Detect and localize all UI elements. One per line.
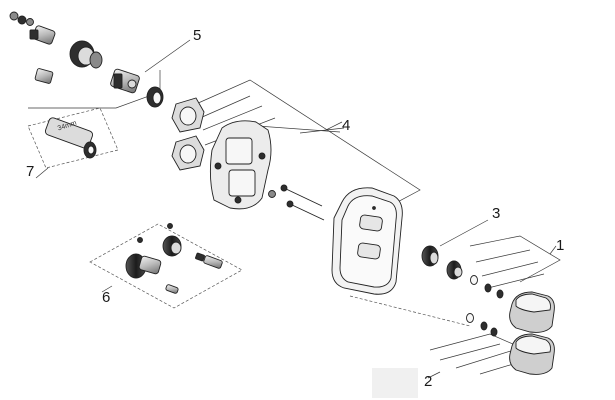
extension-sleeve-part [44,117,97,159]
callout-6: 6 [102,289,110,306]
callout-4: 4 [342,117,350,134]
cartridge-spare-part [125,253,162,279]
nut-spare-part [162,235,182,257]
callout-7: 7 [26,163,34,180]
bushing-part [165,284,179,294]
small-screw-lower-part [480,321,498,337]
part-group-3 [421,219,489,280]
cartridge-part [110,68,140,94]
handle-bottom-part [509,333,555,375]
handle-top-part [509,291,555,333]
adapter-part [421,245,439,267]
mounting-plate-part [209,120,272,210]
nut-part [446,260,463,280]
washer-part [470,275,478,285]
part-group-4 [171,79,421,223]
part-group-2 [349,295,555,379]
pin-part [137,223,173,243]
part-group-7: 34mm [27,107,119,179]
part-group-1 [469,235,561,333]
washer-lower-part [466,313,474,323]
callout-5: 5 [193,27,201,44]
cover-plate-part [331,187,403,295]
spacer-ring-bottom-part [171,135,205,171]
spacer-ring-top-part [171,97,205,133]
callout-2: 2 [424,373,432,390]
stop-valve-part [29,25,56,45]
part-group-6 [89,223,243,309]
sleeve-part [34,68,54,84]
screw-set-part [268,184,325,221]
part-group-5 [9,11,191,109]
ring-part [146,86,164,108]
watermark-box [372,368,418,398]
small-screw-part [484,283,504,299]
callout-3: 3 [492,205,500,222]
callout-1: 1 [556,237,564,254]
union-nut-part [69,40,103,69]
screw-part [9,11,34,26]
spindle-part [195,252,223,269]
